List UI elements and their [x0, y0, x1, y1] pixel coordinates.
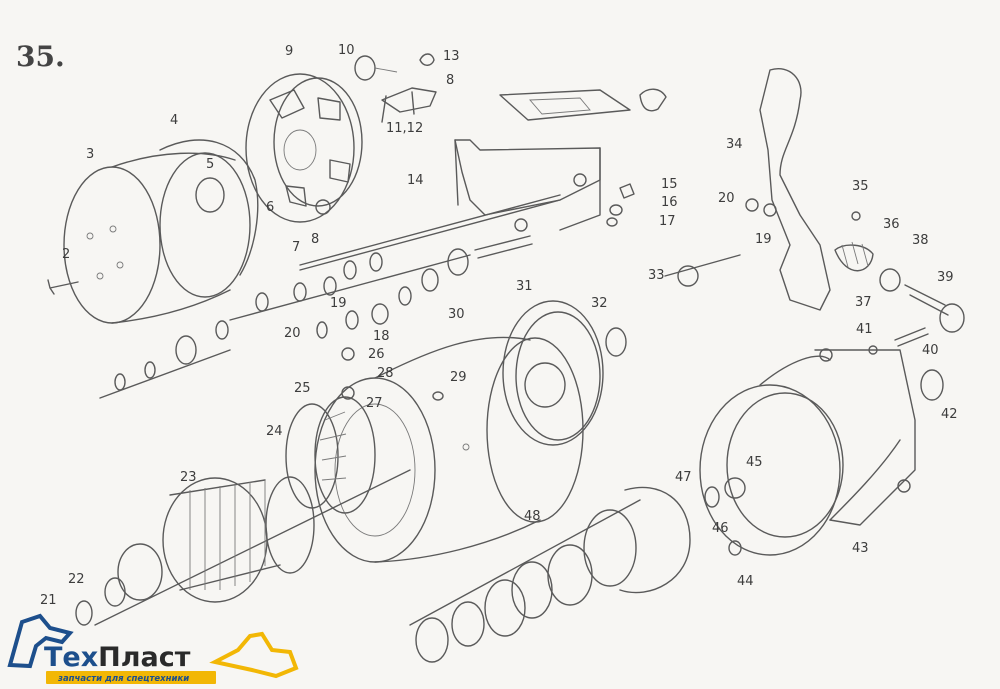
callout-c1112: 11,12 [386, 121, 423, 136]
excavator-bucket-right-icon [209, 631, 299, 679]
drive-end-housing [699, 348, 944, 556]
washer-stack-lower [99, 303, 389, 399]
callout-c16: 16 [661, 195, 678, 210]
callout-c24: 24 [266, 424, 283, 439]
callout-c43: 43 [852, 541, 869, 556]
rear-cover-assembly [47, 139, 259, 324]
callout-c17: 17 [659, 214, 676, 229]
callout-c10: 10 [338, 43, 355, 58]
fastener-set-right [432, 183, 635, 401]
callout-c19a: 19 [330, 296, 347, 311]
through-bolt-and-bracket [299, 88, 667, 271]
callout-c8b: 8 [446, 73, 454, 88]
callout-c42: 42 [941, 407, 958, 422]
callout-c41: 41 [856, 322, 873, 337]
callout-c7: 7 [292, 240, 300, 255]
callout-c9: 9 [285, 44, 293, 59]
callout-c38: 38 [912, 233, 929, 248]
callout-c19b: 19 [755, 232, 772, 247]
brush-holder-plate [245, 73, 363, 223]
solenoid-lever-group [664, 68, 965, 355]
callout-c13: 13 [443, 49, 460, 64]
callout-c44: 44 [737, 574, 754, 589]
excavator-arm-left-icon [7, 613, 74, 669]
callout-c31: 31 [516, 279, 533, 294]
callout-c45: 45 [746, 455, 763, 470]
callout-c48: 48 [524, 509, 541, 524]
callout-c20a: 20 [284, 326, 301, 341]
callout-c29: 29 [450, 370, 467, 385]
callout-c15: 15 [661, 177, 678, 192]
callout-c37: 37 [855, 295, 872, 310]
callout-c8a: 8 [311, 232, 319, 247]
callout-c34: 34 [726, 137, 743, 152]
callout-c14: 14 [407, 173, 424, 188]
top-small-parts [354, 53, 437, 123]
callout-c4: 4 [170, 113, 178, 128]
callout-c22: 22 [68, 572, 85, 587]
callout-c26: 26 [368, 347, 385, 362]
callout-c23: 23 [180, 470, 197, 485]
callout-c30: 30 [448, 307, 465, 322]
figure-number: 35. [16, 40, 65, 73]
callout-c46: 46 [712, 521, 729, 536]
washer-stack-upper [229, 235, 533, 321]
callout-c25: 25 [294, 381, 311, 396]
callout-c3: 3 [86, 147, 94, 162]
callout-c6: 6 [266, 200, 274, 215]
callout-c40: 40 [922, 343, 939, 358]
logo-tagline: запчасти для спецтехники [57, 674, 189, 684]
callout-c5: 5 [206, 157, 214, 172]
svg-text:ТехПласт: ТехПласт [44, 642, 191, 673]
callout-c2: 2 [62, 247, 70, 262]
callout-c20b: 20 [718, 191, 735, 206]
end-plate [502, 300, 627, 446]
callout-c27: 27 [366, 396, 383, 411]
techplast-logo: ТехПласт запчасти для спецтехники [7, 613, 299, 684]
callout-c32: 32 [591, 296, 608, 311]
logo-name-part1: Тех [44, 642, 98, 673]
callout-c36: 36 [883, 217, 900, 232]
logo-name-part2: Пласт [98, 642, 191, 673]
callout-c35: 35 [852, 179, 869, 194]
callout-c28: 28 [377, 366, 394, 381]
field-coils [285, 347, 376, 514]
callout-c39: 39 [937, 270, 954, 285]
drive-assembly [409, 486, 691, 663]
stator-housing [314, 336, 584, 563]
callout-c21: 21 [40, 593, 57, 608]
callout-c18: 18 [373, 329, 390, 344]
callout-c47: 47 [675, 470, 692, 485]
callout-c33: 33 [648, 268, 665, 283]
armature [75, 469, 411, 626]
